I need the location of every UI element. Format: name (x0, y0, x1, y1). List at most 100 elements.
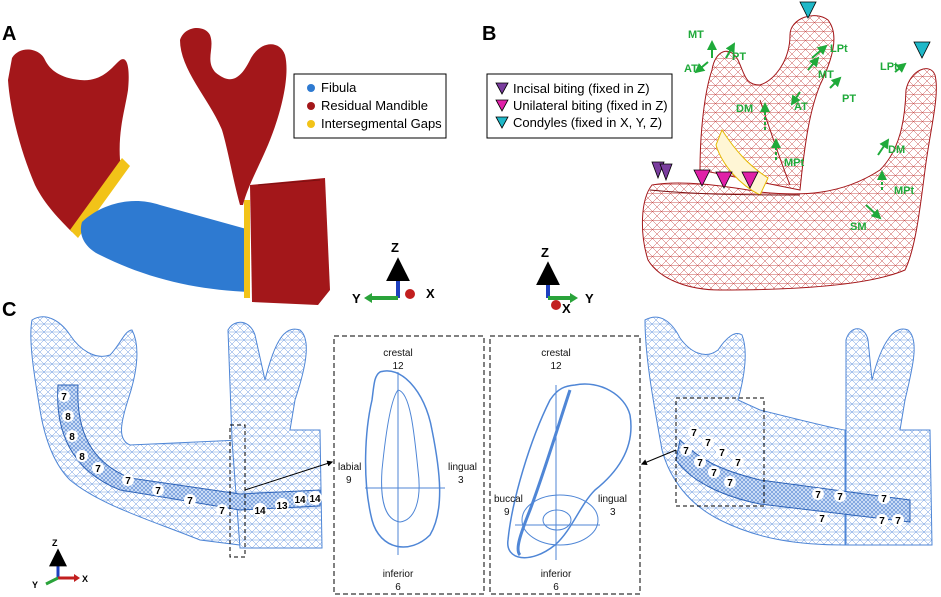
panel-a-model (8, 28, 330, 305)
xs1-right: lingual (448, 462, 477, 473)
svg-text:14: 14 (309, 494, 321, 505)
muscle-mpt-1: MPt (784, 157, 805, 169)
svg-text:7: 7 (187, 496, 193, 507)
cross-section-2: crestal 12 buccal 9 lingual 3 inferior 6 (489, 335, 641, 595)
xs2-bottom: inferior (541, 569, 572, 580)
muscle-lpt-2: LPt (880, 61, 898, 73)
residual-mandible-right-ramus (180, 28, 287, 206)
svg-text:7: 7 (837, 492, 843, 503)
right-label-12: 7 (876, 514, 888, 527)
axis-c-z: Z (52, 538, 58, 548)
left-label-5: 7 (122, 474, 134, 487)
svg-text:8: 8 (79, 452, 85, 463)
axis-b-z: Z (541, 245, 549, 260)
svg-text:7: 7 (125, 476, 131, 487)
svg-text:7: 7 (691, 428, 697, 439)
left-label-9: 14 (253, 503, 267, 517)
xs2-bottom-val: 6 (553, 582, 559, 593)
xs1-left: labial (338, 462, 361, 473)
legend-b-unilateral-label: Unilateral biting (fixed in Z) (513, 98, 668, 113)
xs2-top-val: 12 (550, 361, 562, 372)
muscle-at-2: AT (794, 101, 808, 113)
right-label-5: 7 (708, 466, 720, 479)
muscle-dm-2: DM (888, 144, 905, 156)
xs2-left-val: 9 (504, 507, 510, 518)
fibula-segment (80, 201, 250, 292)
left-crop-box (229, 424, 246, 558)
right-label-13: 7 (892, 514, 904, 527)
right-zoom-arrow (640, 449, 677, 465)
xs1-right-val: 3 (458, 475, 464, 486)
panel-b-letter: B (482, 23, 496, 45)
svg-text:14: 14 (294, 495, 306, 506)
residual-mandible-left (8, 49, 129, 233)
right-label-2: 7 (702, 436, 714, 449)
gap-left (70, 158, 130, 238)
gap-right (244, 200, 250, 298)
unilateral-marker-2 (715, 171, 733, 189)
xs1-top: crestal (383, 348, 412, 359)
panel-b-muscle-arrows (694, 40, 907, 220)
incisal-marker-2 (659, 163, 673, 182)
right-label-7: 7 (724, 476, 736, 489)
muscle-mt-1: MT (688, 29, 704, 41)
svg-text:7: 7 (155, 486, 161, 497)
left-label-11: 14 (293, 492, 307, 506)
left-section-labels: 7 8 8 8 7 7 7 7 7 14 13 14 14 (58, 390, 322, 517)
right-label-9: 7 (834, 490, 846, 503)
left-label-10: 13 (275, 498, 289, 512)
legend-b: Incisal biting (fixed in Z) Unilateral b… (486, 73, 673, 139)
axis-a-x: X (426, 286, 435, 301)
muscle-lpt-1: LPt (830, 43, 848, 55)
unilateral-marker-3 (741, 171, 759, 189)
muscle-mpt-2: MPt (894, 185, 915, 197)
xs1-bottom: inferior (383, 569, 414, 580)
axis-b-x: X (562, 301, 571, 316)
left-label-12: 14 (308, 491, 322, 505)
right-label-4: 7 (716, 446, 728, 459)
axis-b-y: Y (585, 291, 594, 306)
axis-a-y: Y (352, 291, 361, 306)
svg-text:7: 7 (727, 478, 733, 489)
xs1-top-val: 12 (392, 361, 404, 372)
svg-text:7: 7 (719, 448, 725, 459)
panel-b-muscle-labels: MT PT AT DM MPt LPt MT AT PT LPt DM MPt … (684, 29, 915, 233)
legend-b-condyles-swatch (495, 116, 509, 129)
right-label-0: 7 (688, 426, 700, 439)
xs1-bottom-val: 6 (395, 582, 401, 593)
right-label-1: 7 (680, 444, 692, 457)
xs1-left-val: 9 (346, 475, 352, 486)
condyle-marker-2 (913, 41, 931, 59)
axis-c-y: Y (32, 580, 38, 590)
panel-c-letter: C (2, 299, 16, 321)
left-label-6: 7 (152, 484, 164, 497)
svg-text:7: 7 (881, 494, 887, 505)
right-crop-box (675, 397, 765, 507)
svg-text:7: 7 (895, 516, 901, 527)
left-label-3: 8 (76, 450, 88, 463)
muscle-dm-1: DM (736, 103, 753, 115)
right-label-6: 7 (732, 456, 744, 469)
axis-c-x: X (82, 574, 88, 584)
axis-triad-a: Z Y X (352, 240, 435, 306)
svg-text:7: 7 (819, 514, 825, 525)
legend-b-incisal-label: Incisal biting (fixed in Z) (513, 81, 650, 96)
left-label-8: 7 (216, 504, 228, 517)
svg-text:14: 14 (254, 506, 266, 517)
muscle-at-1: AT (684, 63, 698, 75)
panel-b-constraints (651, 1, 931, 189)
right-label-11: 7 (816, 512, 828, 525)
svg-text:13: 13 (276, 501, 288, 512)
muscle-sm: SM (850, 221, 867, 233)
legend-b-unilateral-swatch (495, 99, 509, 112)
legend-b-condyles-label: Condyles (fixed in X, Y, Z) (513, 115, 662, 130)
muscle-pt-2: PT (842, 93, 856, 105)
svg-text:7: 7 (95, 464, 101, 475)
svg-text:7: 7 (879, 516, 885, 527)
right-label-10: 7 (878, 492, 890, 505)
left-label-1: 8 (62, 410, 74, 423)
panel-c-right-mesh (644, 316, 933, 546)
muscle-mt-2: MT (818, 69, 834, 81)
right-label-8: 7 (812, 488, 824, 501)
svg-text:8: 8 (65, 412, 71, 423)
